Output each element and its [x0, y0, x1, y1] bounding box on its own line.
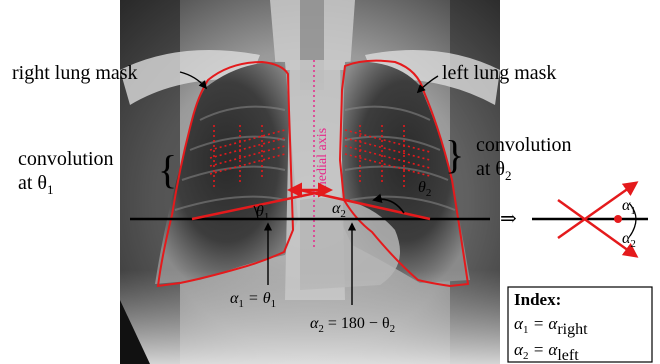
right-brace: } — [445, 132, 464, 177]
convolution-left-label-line1: convolution — [18, 148, 114, 170]
left-lung-mask-label: left lung mask — [442, 62, 556, 84]
implies-symbol: ⇒ — [500, 208, 517, 230]
convolution-right-label-line2: at θ2 — [476, 158, 512, 183]
convolution-right-label-line1: convolution — [476, 134, 572, 156]
index-title: Index: — [514, 290, 561, 309]
index-box: Index: α1 = αright α2 = αleft — [508, 287, 652, 364]
schematic-alpha1-label: α1 — [622, 197, 636, 217]
medial-axis-label: medial axis — [315, 128, 330, 192]
convolution-left-label-line2: at θ1 — [18, 172, 54, 197]
right-lung-mask-label: right lung mask — [12, 62, 138, 84]
left-brace: { — [158, 147, 177, 192]
